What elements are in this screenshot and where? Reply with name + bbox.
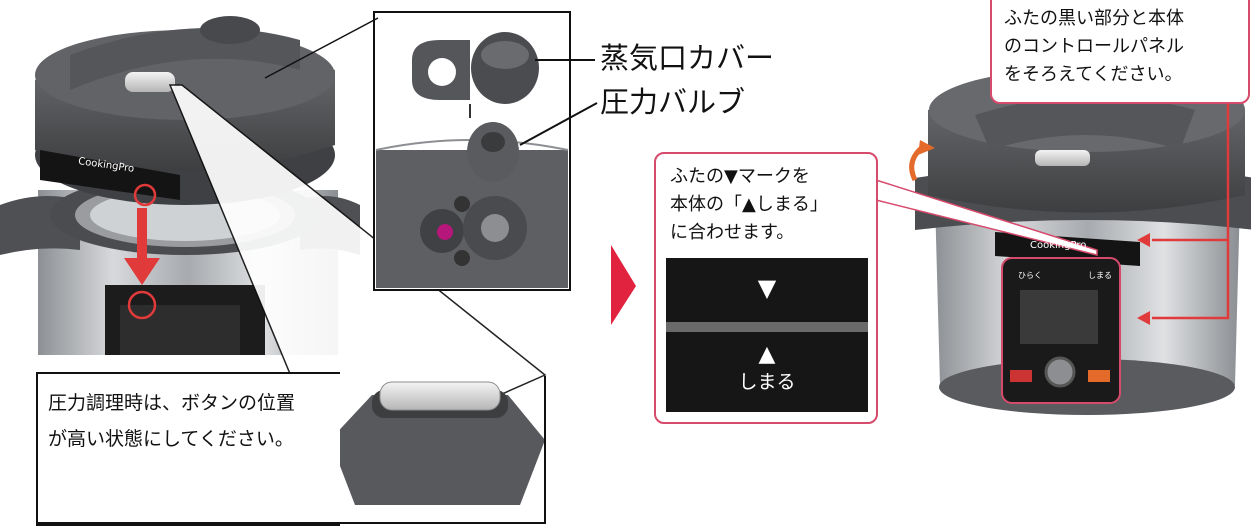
match-note-line2: のコントロールパネル [1004,36,1184,57]
lid-mark-strip: ▼ [666,258,868,322]
close-small-label: しまる [1088,271,1112,280]
left-lid [35,16,335,205]
brand-right: CookingPro [1030,240,1087,251]
match-callout: ふたの黒い部分と本体 のコントロールパネル をそろえてください。 [990,0,1250,104]
seam [666,322,868,332]
align-callout: ふたの▼マークを 本体の「▲しまる」 に合わせます。 ▼ ▲ しまる [654,152,878,424]
close-text: しまる [738,371,796,393]
match-note-line3: をそろえてください。 [1004,64,1183,85]
next-step-arrow [611,245,636,325]
body-mark-strip: ▲ しまる [666,332,868,412]
pressure-valve-leader [519,102,598,146]
valve-detail [373,11,571,291]
button-closeup [330,381,545,505]
note-box-right-edge [544,376,546,524]
align-note-line3: に合わせます。 [670,222,795,243]
pressure-valve-label: 圧力バルブ [600,85,746,119]
button-note-line1: 圧力調理時は、ボタンの位置 [48,392,296,414]
open-small-label: ひらく [1018,271,1042,280]
lid-leader [264,17,379,79]
align-note-line1: ふたの▼マークを [670,166,810,187]
button-position-note: 圧力調理時は、ボタンの位置 が高い状態にしてください。 [36,372,340,526]
button-note-line2: が高い状態にしてください。 [48,428,294,450]
match-note-line1: ふたの黒い部分と本体 [1004,8,1184,29]
note-box-bottom-edge [36,522,546,524]
body-mark: ▲ [758,342,776,367]
lid-mark: ▼ [757,274,777,302]
align-note-line2: 本体の「▲しまる」 [670,194,828,215]
align-arrow [124,183,160,320]
detail-leader [168,84,547,471]
right-cooker [909,68,1251,415]
steam-cover-label: 蒸気口カバー [600,41,775,75]
